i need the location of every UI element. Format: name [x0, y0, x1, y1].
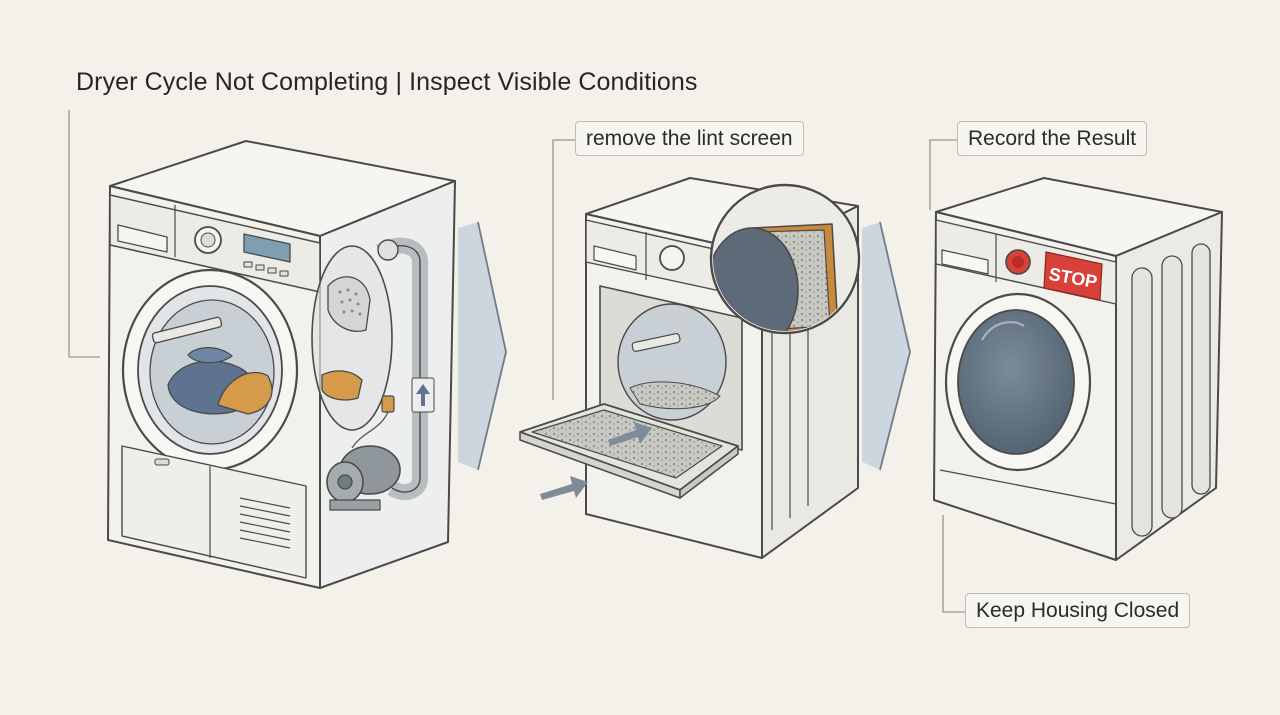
push-arrow-icon [540, 422, 652, 500]
step-arrow-icon [862, 221, 911, 471]
dryer-closed [933, 177, 1223, 561]
dryer-cutaway [107, 140, 456, 589]
magnifier-icon [709, 183, 861, 335]
step-arrow-icon [458, 221, 507, 471]
callout-keep-housing-closed: Keep Housing Closed [965, 593, 1191, 628]
stop-button [1005, 249, 1031, 275]
leader-lines [68, 110, 965, 613]
diagram-title: Dryer Cycle Not Completing | Inspect Vis… [76, 68, 698, 96]
callout-record-result: Record the Result [957, 121, 1148, 156]
stop-sign-icon: STOP [1043, 251, 1103, 301]
motor [326, 445, 401, 511]
callout-remove-lint-screen: remove the lint screen [575, 121, 804, 156]
up-arrow-icon [411, 377, 435, 413]
dryer-lint-screen [519, 177, 861, 559]
